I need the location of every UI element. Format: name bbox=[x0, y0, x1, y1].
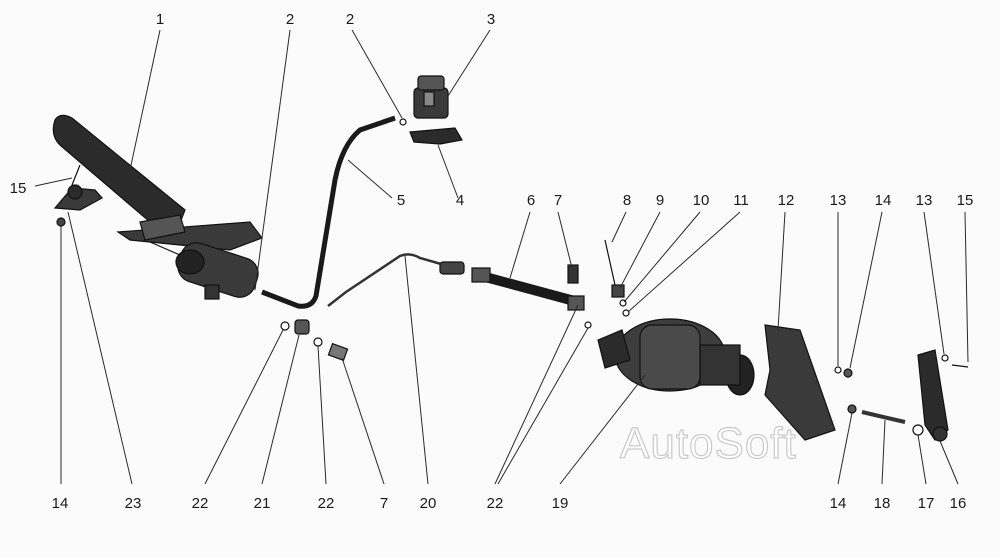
callout-label: 13 bbox=[830, 192, 847, 209]
part-slave-cylinder bbox=[597, 318, 755, 396]
callout-label: 7 bbox=[554, 192, 562, 209]
callout-label: 1 bbox=[156, 11, 164, 28]
part-pedal-bracket bbox=[53, 164, 103, 227]
part-lever bbox=[917, 349, 969, 442]
callout-label: 10 bbox=[693, 192, 710, 209]
part-reservoir-clamp bbox=[409, 127, 463, 145]
part-washer bbox=[912, 424, 924, 436]
callout-label: 15 bbox=[957, 192, 974, 209]
pipe-nut bbox=[439, 261, 465, 275]
leader-lines bbox=[34, 29, 969, 485]
callout-label: 4 bbox=[456, 192, 464, 209]
callout-label: 14 bbox=[830, 495, 847, 512]
part-flex-hose bbox=[471, 267, 585, 311]
part-plate-fasteners bbox=[834, 366, 857, 414]
callout-label: 2 bbox=[346, 11, 354, 28]
callout-label: 22 bbox=[318, 495, 335, 512]
callout-label: 2 bbox=[286, 11, 294, 28]
callout-label: 15 bbox=[10, 180, 27, 197]
callout-label: 19 bbox=[552, 495, 569, 512]
callout-label: 23 bbox=[125, 495, 142, 512]
callout-label: 22 bbox=[192, 495, 209, 512]
callout-label: 20 bbox=[420, 495, 437, 512]
callout-label: 21 bbox=[254, 495, 271, 512]
part-pin bbox=[861, 410, 906, 424]
part-fittings bbox=[280, 239, 630, 362]
part-reservoir-hose bbox=[261, 115, 396, 309]
callout-label: 12 bbox=[778, 192, 795, 209]
part-pedal bbox=[52, 114, 263, 251]
callout-label: 18 bbox=[874, 495, 891, 512]
callout-label: 11 bbox=[733, 192, 749, 209]
callout-numbers: 1 2 2 3 15 5 4 6 7 8 9 10 11 12 13 14 13… bbox=[10, 11, 974, 512]
callout-label: 14 bbox=[52, 495, 69, 512]
callout-label: 22 bbox=[487, 495, 504, 512]
part-reservoir bbox=[413, 75, 449, 119]
hose-clamp-small bbox=[399, 118, 407, 126]
callout-label: 3 bbox=[487, 11, 495, 28]
callout-label: 5 bbox=[397, 192, 405, 209]
callout-label: 16 bbox=[950, 495, 967, 512]
callout-label: 6 bbox=[527, 192, 535, 209]
callout-label: 8 bbox=[623, 192, 631, 209]
callout-label: 7 bbox=[380, 495, 388, 512]
callout-label: 14 bbox=[875, 192, 892, 209]
callout-label: 9 bbox=[656, 192, 664, 209]
part-pipe bbox=[327, 253, 456, 307]
part-mounting-plate bbox=[764, 324, 836, 441]
callout-label: 17 bbox=[918, 495, 935, 512]
callout-label: 13 bbox=[916, 192, 933, 209]
part-master-cylinder bbox=[149, 241, 259, 300]
watermark: AutoSoft bbox=[620, 419, 797, 468]
